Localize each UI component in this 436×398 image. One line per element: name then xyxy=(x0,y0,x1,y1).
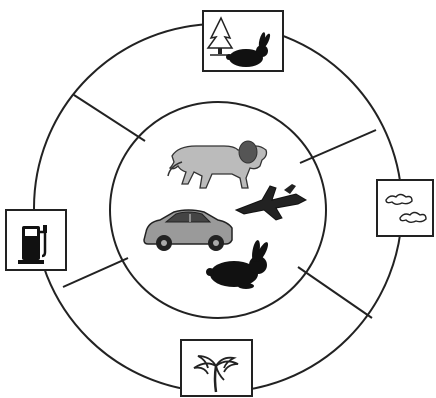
ring-divider xyxy=(298,267,372,318)
top-box xyxy=(203,11,283,71)
right-box xyxy=(377,180,433,236)
ring-divider xyxy=(300,130,376,163)
sports-car-icon xyxy=(144,210,232,251)
left-box xyxy=(6,210,66,270)
inner-ring xyxy=(110,102,326,318)
outer-ring xyxy=(34,24,402,392)
ring-divider xyxy=(74,95,145,141)
lion-icon xyxy=(168,141,267,188)
fighter-jet-icon xyxy=(236,184,306,220)
ring-divider xyxy=(63,258,128,287)
bottom-box xyxy=(181,340,252,396)
